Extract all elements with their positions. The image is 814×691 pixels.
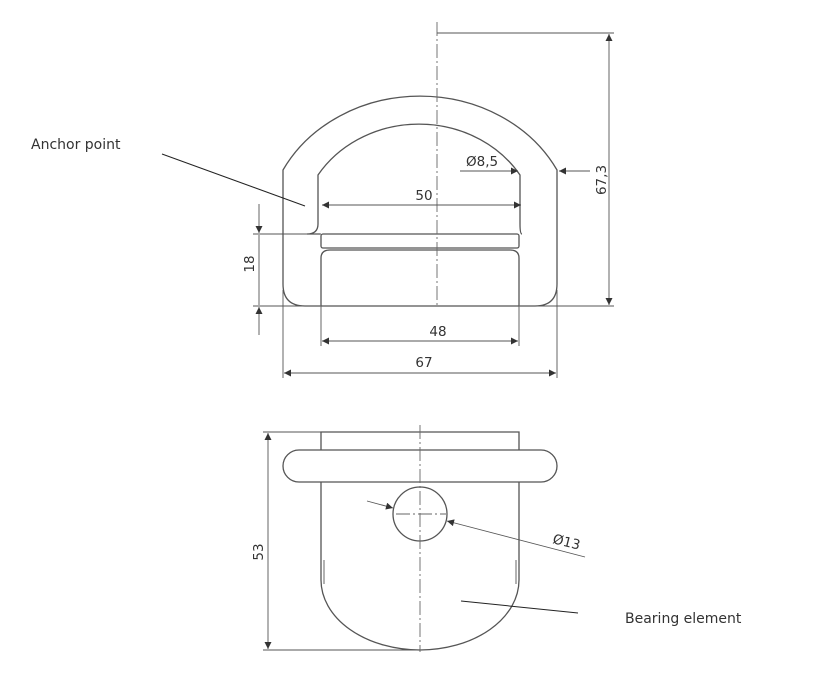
dim-67-text: 67 [415, 355, 432, 371]
ring-inner-outline [306, 123, 523, 235]
base-block [320, 249, 520, 307]
anchor-point-leader [161, 153, 306, 207]
dim-13-arrow-outer [366, 500, 394, 510]
dim-673-text: 67,3 [594, 165, 610, 195]
dim-18-text: 18 [242, 255, 258, 272]
front-view: 50 Ø8,5 67,3 18 48 67 Anchor point [31, 22, 614, 378]
ring-plate [320, 233, 520, 249]
top-view: Ø13 53 Bearing element [251, 425, 742, 652]
anchor-point-label: Anchor point [31, 137, 121, 153]
ring-outer-outline [282, 95, 558, 307]
dim-13-leader [446, 519, 586, 558]
bearing-element-label: Bearing element [625, 611, 742, 627]
dim-50-text: 50 [415, 188, 432, 204]
dim-85-text: Ø8,5 [466, 154, 498, 170]
dim-13-text: Ø13 [551, 531, 582, 553]
dim-53-text: 53 [251, 543, 267, 560]
dim-48-text: 48 [429, 324, 446, 340]
bearing-element-leader [460, 600, 579, 614]
